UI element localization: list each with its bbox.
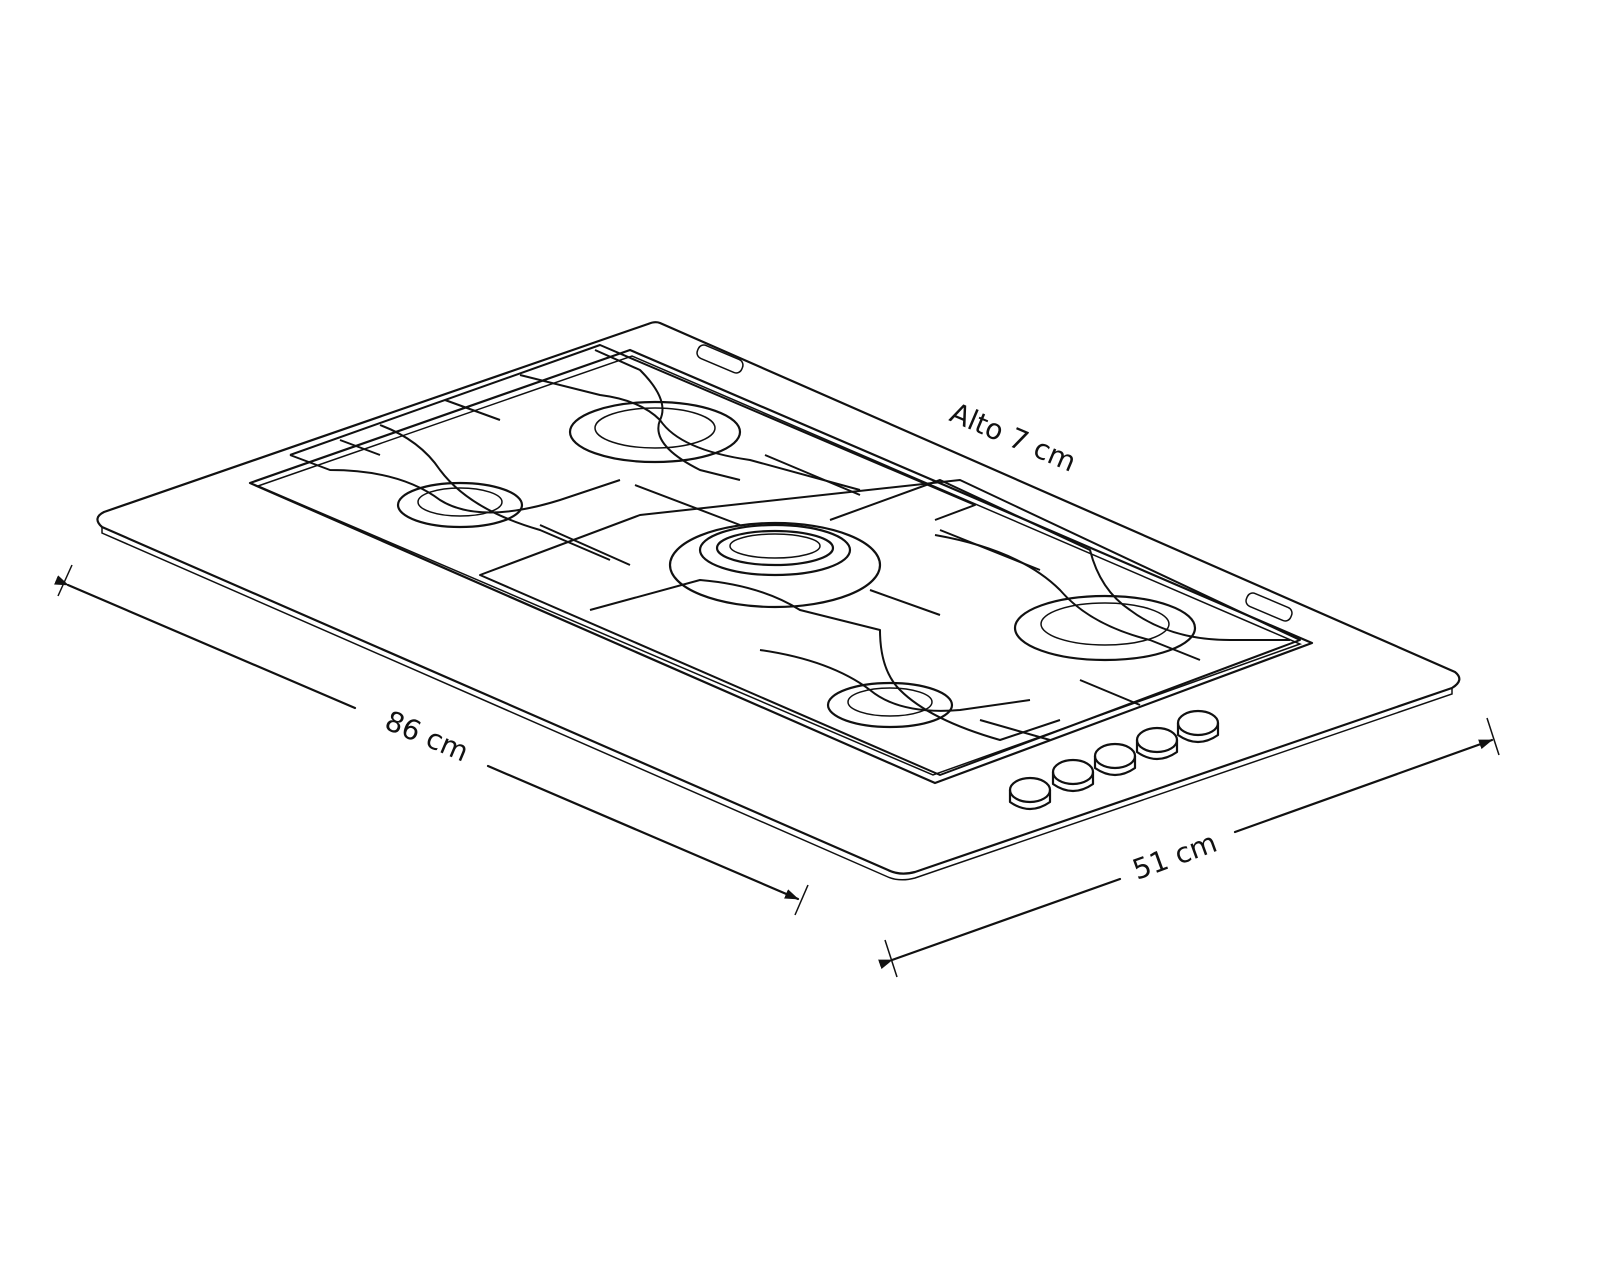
burner-center-wok: [668, 521, 882, 609]
vent-right: [1245, 592, 1293, 622]
depth-label: 51 cm: [1128, 826, 1221, 887]
burner-front: [826, 681, 954, 729]
knob-5[interactable]: [1176, 709, 1220, 744]
burner-left: [396, 481, 524, 529]
knob-1[interactable]: [1008, 776, 1052, 811]
burner-right: [1013, 594, 1197, 662]
vent-top: [696, 344, 744, 374]
grate-right: [479, 479, 1301, 776]
knob-4[interactable]: [1135, 726, 1179, 761]
burner-tray: [248, 348, 1314, 785]
height-label: Alto 7 cm: [945, 396, 1081, 478]
knob-2[interactable]: [1051, 758, 1095, 793]
grate-left: [289, 344, 976, 566]
burner-back-left: [568, 400, 742, 464]
glass-plate: [96, 321, 1461, 881]
width-label: 86 cm: [380, 704, 473, 768]
dimension-depth: 51 cm: [878, 717, 1500, 978]
knob-3[interactable]: [1093, 742, 1137, 777]
dimension-width: 86 cm: [54, 564, 809, 916]
control-knobs: [1008, 709, 1220, 811]
